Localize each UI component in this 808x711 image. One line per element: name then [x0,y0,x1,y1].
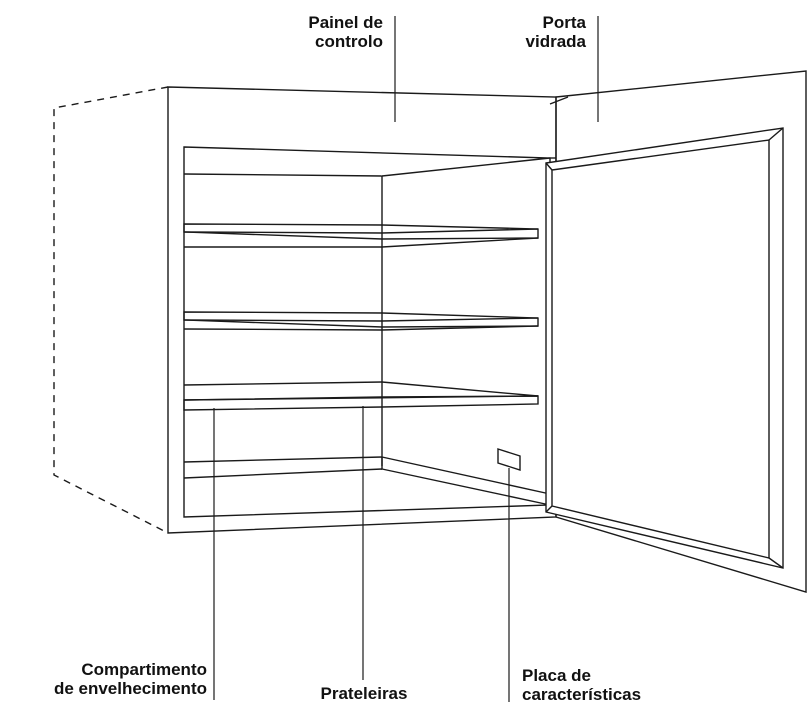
rating-plate [497,448,521,471]
glass-door [545,70,807,593]
label-aging-compartment: Compartimento de envelhecimento [0,660,207,698]
cabinet-side-dashed [53,86,169,534]
label-control-panel-line2: controlo [315,32,383,51]
shelf-2 [183,311,539,331]
interior-ceiling [183,157,551,177]
shelf-3 [183,381,539,411]
label-glass-door-line2: vidrada [525,32,586,51]
label-rating-plate-line2: características [522,685,642,704]
interior-floor [183,456,551,506]
label-aging-compartment-line1: Compartimento [81,660,207,679]
label-control-panel: Painel de controlo [250,13,383,51]
label-shelves-line1: Prateleiras [320,684,408,703]
shelf-1 [183,223,539,248]
label-aging-compartment-line2: de envelhecimento [53,679,207,698]
cabinet-interior-frame [183,146,551,518]
leader-lines [213,16,599,702]
label-rating-plate: Placa de características [522,666,722,704]
cabinet-body [167,86,557,534]
label-rating-plate-line1: Placa de [522,666,591,685]
label-glass-door: Porta vidrada [480,13,586,51]
label-shelves: Prateleiras [283,684,445,703]
label-control-panel-line1: Painel de [308,13,383,32]
label-glass-door-line1: Porta [542,13,586,32]
